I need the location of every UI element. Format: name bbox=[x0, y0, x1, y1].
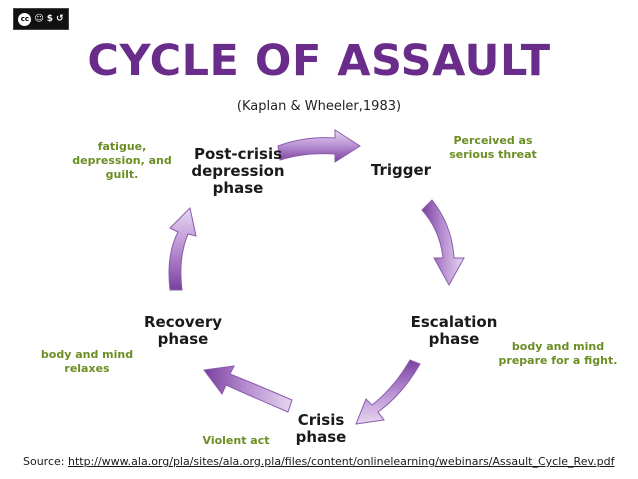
note-body-mind-relaxes: body and mind relaxes bbox=[40, 348, 134, 375]
phase-trigger: Trigger bbox=[370, 161, 432, 179]
sa-icon: ↺ bbox=[56, 14, 64, 24]
by-icon: ☺ bbox=[34, 14, 44, 24]
cc-icon: cc bbox=[18, 12, 32, 26]
note-perceived-threat: Perceived as serious threat bbox=[449, 134, 537, 161]
arrow-trigger-to-escalation bbox=[421, 199, 465, 287]
note-fatigue: fatigue, depression, and guilt. bbox=[72, 140, 172, 181]
phase-crisis: Crisis phase bbox=[295, 411, 347, 446]
source-label: Source: bbox=[23, 455, 68, 468]
note-violent-act: Violent act bbox=[202, 434, 270, 447]
nc-icon: $ bbox=[46, 14, 54, 24]
source-link[interactable]: http://www.ala.org/pla/sites/ala.org.pla… bbox=[67, 455, 615, 468]
phase-escalation: Escalation phase bbox=[410, 313, 498, 348]
diagram-subtitle: (Kaplan & Wheeler,1983) bbox=[236, 99, 402, 114]
creative-commons-badge: cc ☺ $ ↺ bbox=[13, 8, 69, 30]
phase-post-crisis: Post-crisis depression phase bbox=[191, 145, 285, 197]
arrow-recovery-to-postcrisis bbox=[168, 206, 197, 291]
arrow-postcrisis-to-trigger bbox=[277, 129, 361, 163]
arrow-crisis-to-recovery bbox=[203, 365, 293, 413]
phase-recovery: Recovery phase bbox=[143, 313, 223, 348]
source-line: Source: http://www.ala.org/pla/sites/ala… bbox=[23, 455, 614, 468]
arrow-escalation-to-crisis bbox=[355, 359, 421, 425]
diagram-title: CYCLE OF ASSAULT bbox=[87, 36, 551, 86]
note-body-mind-prepare: body and mind prepare for a fight. bbox=[498, 340, 618, 367]
